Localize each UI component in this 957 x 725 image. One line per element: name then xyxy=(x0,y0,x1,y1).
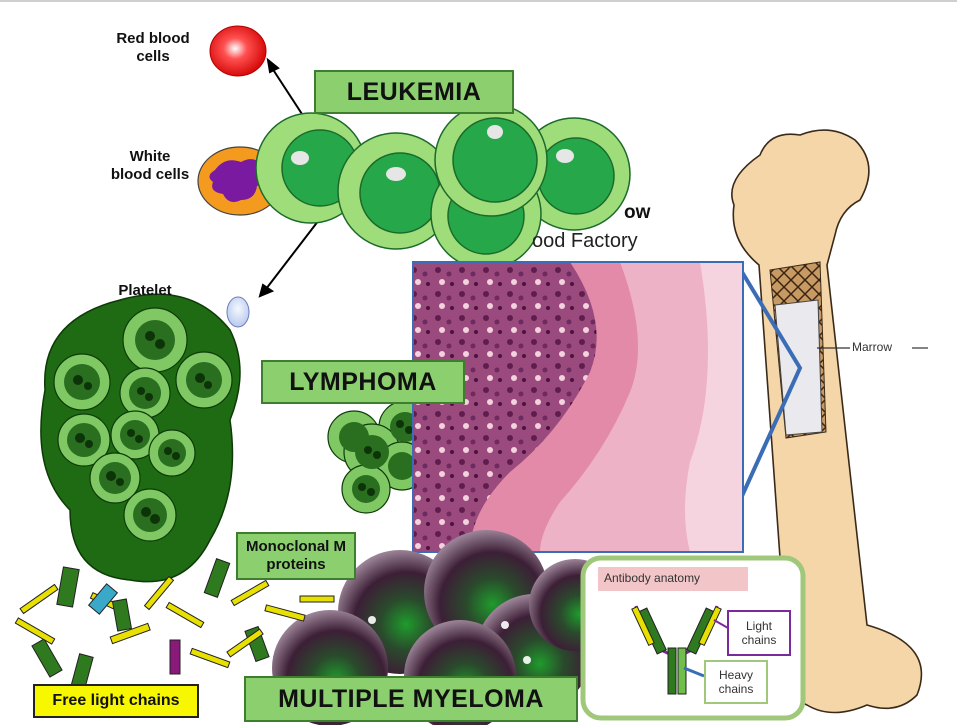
red-blood-cell-icon xyxy=(210,26,266,76)
free-light-chains-label: Free light chains xyxy=(33,684,199,718)
antibody-anatomy-title: Antibody anatomy xyxy=(604,571,700,585)
platelet-cell-cluster xyxy=(41,294,240,581)
lymphoma-label: LYMPHOMA xyxy=(261,360,465,404)
multiple-myeloma-label: MULTIPLE MYELOMA xyxy=(244,676,578,722)
heavy-chains-label: Heavy chains xyxy=(704,660,768,704)
marrow-label: Marrow xyxy=(852,340,892,354)
platelet-label: Platelet xyxy=(105,282,185,300)
marrow-partial-title-1: ow xyxy=(624,202,650,225)
light-chains-label: Light chains xyxy=(727,610,791,656)
marrow-tissue-photo xyxy=(413,262,743,552)
white-blood-cells-label: White blood cells xyxy=(108,148,192,184)
red-blood-cells-label: Red blood cells xyxy=(98,30,208,66)
marrow-partial-title-2: ood Factory xyxy=(532,229,638,253)
leukemia-label: LEUKEMIA xyxy=(314,70,514,114)
monoclonal-m-proteins-label: Monoclonal M proteins xyxy=(236,532,356,580)
platelet-icon xyxy=(227,297,249,327)
